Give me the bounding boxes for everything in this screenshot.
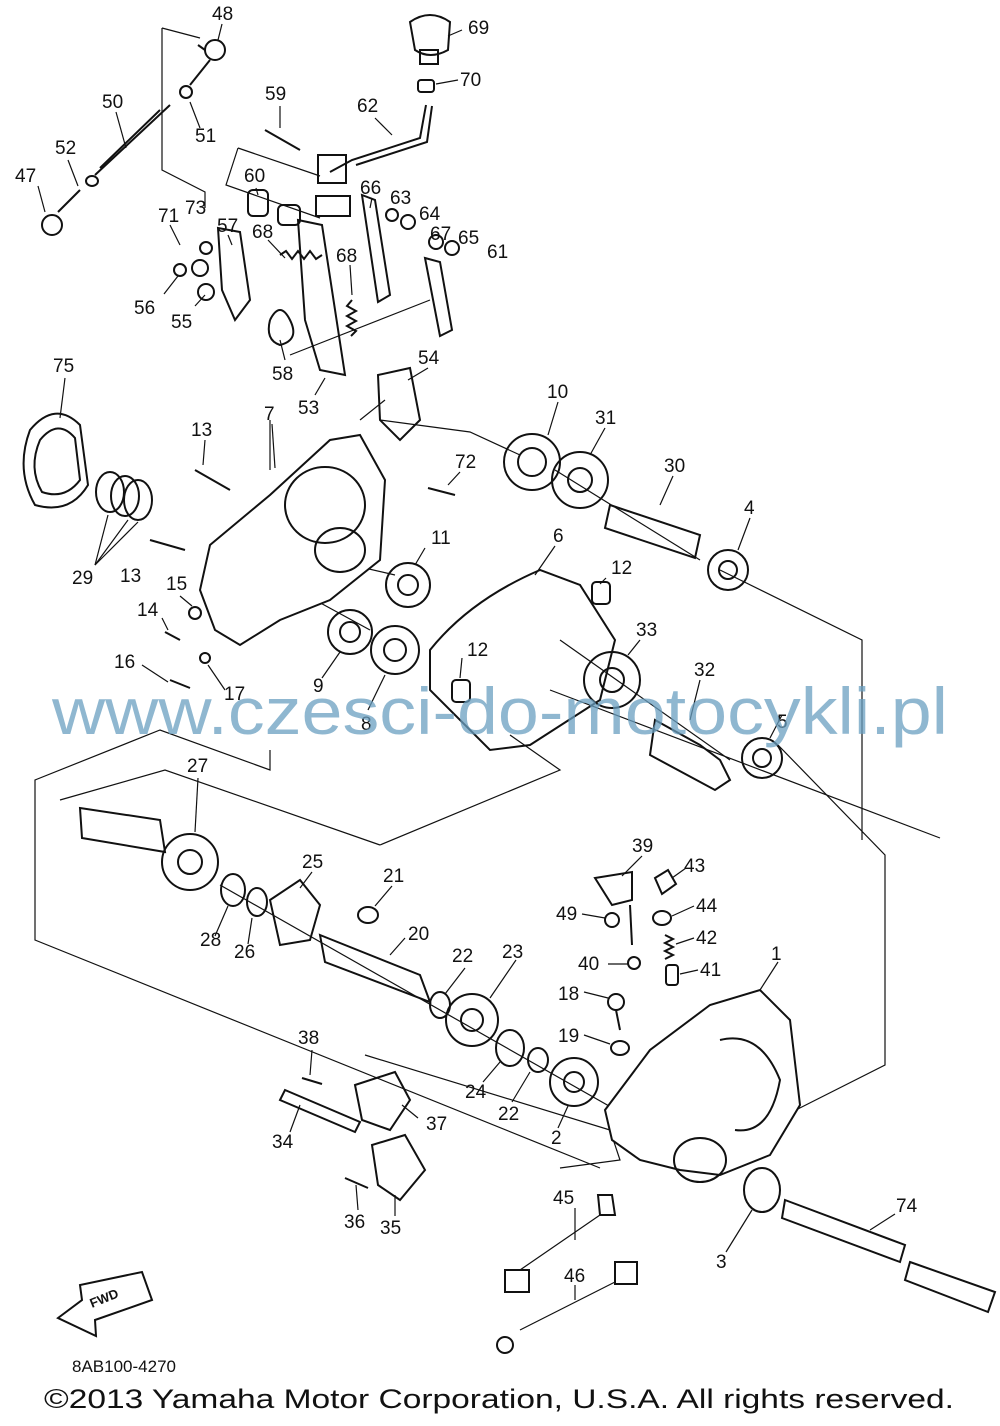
callout-53: 53 <box>298 398 319 419</box>
callout-68b: 68 <box>336 246 357 267</box>
callout-72: 72 <box>455 452 476 473</box>
callout-58: 58 <box>272 364 293 385</box>
callout-1: 1 <box>771 944 782 965</box>
callout-19: 19 <box>558 1026 579 1047</box>
callout-54: 54 <box>418 348 440 369</box>
callout-31: 31 <box>595 408 616 429</box>
callout-17: 17 <box>224 684 245 705</box>
callout-7: 7 <box>264 404 275 425</box>
callout-66: 66 <box>360 178 381 199</box>
callout-13a: 13 <box>191 420 212 441</box>
callout-59: 59 <box>265 84 286 105</box>
callout-75: 75 <box>53 356 74 377</box>
callout-leaders <box>37 23 896 1300</box>
callout-20: 20 <box>408 924 429 945</box>
callout-50: 50 <box>102 92 123 113</box>
callout-46: 46 <box>564 1266 585 1287</box>
callout-5: 5 <box>777 712 788 733</box>
callout-22a: 22 <box>452 946 473 967</box>
callout-47: 47 <box>15 166 36 187</box>
callout-labels: 48 69 70 50 59 62 51 52 47 60 66 63 64 6… <box>15 4 918 1287</box>
catalog-number: 8AB100-4270 <box>72 1357 176 1376</box>
callout-22b: 22 <box>498 1104 519 1125</box>
callout-52: 52 <box>55 138 76 159</box>
copyright-notice: ©2013 Yamaha Motor Corporation, U.S.A. A… <box>44 1384 954 1414</box>
callout-10: 10 <box>547 382 568 403</box>
callout-41: 41 <box>700 960 721 981</box>
callout-29: 29 <box>72 568 93 589</box>
callout-71: 71 <box>158 206 179 227</box>
callout-60: 60 <box>244 166 265 187</box>
callout-3: 3 <box>716 1252 727 1273</box>
callout-63: 63 <box>390 188 411 209</box>
callout-9: 9 <box>313 676 324 697</box>
callout-68a: 68 <box>252 222 273 243</box>
watermark: www.czesci-do-motocykli.pl <box>51 674 948 748</box>
callout-64: 64 <box>419 204 441 225</box>
callout-4: 4 <box>744 498 755 519</box>
callout-67: 67 <box>430 224 451 245</box>
fwd-arrow-icon: FWD <box>56 1270 154 1338</box>
callout-26: 26 <box>234 942 255 963</box>
callout-45: 45 <box>553 1188 574 1209</box>
callout-6: 6 <box>553 526 564 547</box>
assembly-guide-lines <box>34 27 941 1169</box>
callout-33: 33 <box>636 620 657 641</box>
callout-57: 57 <box>217 216 238 237</box>
callout-38: 38 <box>298 1028 319 1049</box>
callout-48: 48 <box>212 4 233 25</box>
fwd-label: FWD <box>88 1286 121 1311</box>
callout-49: 49 <box>556 904 577 925</box>
callout-70: 70 <box>460 70 481 91</box>
callout-51: 51 <box>195 126 216 147</box>
callout-55: 55 <box>171 312 192 333</box>
callout-12b: 12 <box>467 640 488 661</box>
callout-39: 39 <box>632 836 653 857</box>
callout-14: 14 <box>137 600 159 621</box>
callout-30: 30 <box>664 456 685 477</box>
callout-18: 18 <box>558 984 579 1005</box>
callout-56: 56 <box>134 298 155 319</box>
callout-11: 11 <box>431 528 451 549</box>
callout-28: 28 <box>200 930 221 951</box>
callout-2: 2 <box>551 1128 562 1149</box>
callout-13b: 13 <box>120 566 141 587</box>
callout-37: 37 <box>426 1114 447 1135</box>
callout-73: 73 <box>185 198 206 219</box>
callout-62: 62 <box>357 96 378 117</box>
callout-61: 61 <box>487 242 508 263</box>
callout-12a: 12 <box>611 558 632 579</box>
callout-40: 40 <box>578 954 599 975</box>
callout-35: 35 <box>380 1218 401 1239</box>
part-outlines <box>22 14 997 1354</box>
callout-43: 43 <box>684 856 705 877</box>
callout-69: 69 <box>468 18 489 39</box>
callout-42: 42 <box>696 928 717 949</box>
callout-8: 8 <box>361 714 372 735</box>
callout-24: 24 <box>465 1082 487 1103</box>
callout-36: 36 <box>344 1212 365 1233</box>
callout-27: 27 <box>187 756 208 777</box>
callout-34: 34 <box>272 1132 294 1153</box>
callout-44: 44 <box>696 896 718 917</box>
callout-25: 25 <box>302 852 323 873</box>
callout-32: 32 <box>694 660 715 681</box>
callout-21: 21 <box>383 866 404 887</box>
callout-16: 16 <box>114 652 135 673</box>
callout-74: 74 <box>896 1196 918 1217</box>
callout-65: 65 <box>458 228 479 249</box>
callout-23: 23 <box>502 942 523 963</box>
callout-15: 15 <box>166 574 187 595</box>
